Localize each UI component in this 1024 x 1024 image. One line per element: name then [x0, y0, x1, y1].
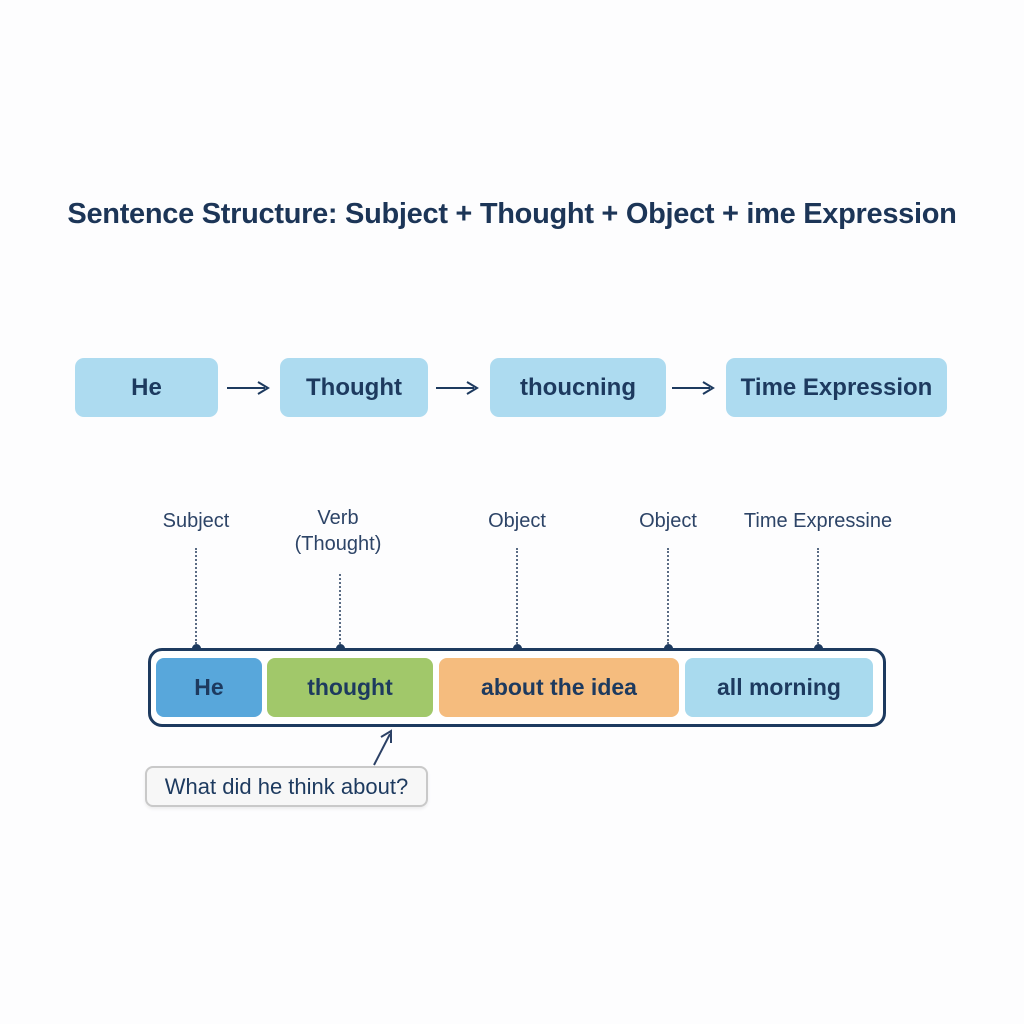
part-label-object-1: Object: [488, 510, 546, 532]
flow-box-label: thoucning: [520, 373, 636, 401]
callout-question: What did he think about?: [145, 766, 428, 807]
flow-box-object: thoucning: [490, 358, 666, 417]
sentence-segment-subject: He: [156, 658, 262, 717]
sentence-segment-time: all morning: [685, 658, 873, 717]
sentence-segment-object: about the idea: [439, 658, 679, 717]
flow-box-label: He: [131, 373, 162, 401]
callout-arrow-icon: [373, 729, 392, 766]
part-label-time-expression: Time Expressine: [743, 510, 893, 532]
arrow-right-icon: [436, 381, 479, 395]
arrow-right-icon: [227, 381, 270, 395]
sentence-bar: He thought about the idea all morning: [148, 648, 886, 727]
flow-box-label: Time Expression: [740, 373, 933, 401]
sentence-segment-verb: thought: [267, 658, 433, 717]
part-label-object-2: Object: [639, 510, 697, 532]
connector-line: [516, 548, 518, 644]
flow-box-label: Thought: [306, 373, 402, 401]
connector-line: [195, 548, 197, 644]
part-label-subject: Subject: [162, 510, 230, 532]
flow-box-subject: He: [75, 358, 218, 417]
diagram-title: Sentence Structure: Subject + Thought + …: [67, 198, 957, 230]
flow-box-verb: Thought: [280, 358, 428, 417]
connector-line: [667, 548, 669, 644]
arrow-right-icon: [672, 381, 715, 395]
connector-line: [339, 574, 341, 644]
part-label-verb: Verb (Thought): [295, 505, 382, 557]
part-label-verb-sub: (Thought): [294, 533, 382, 555]
connector-line: [817, 548, 819, 644]
callout-question-text: What did he think about?: [164, 773, 409, 799]
flow-box-time-expression: Time Expression: [726, 358, 947, 417]
part-label-verb-main: Verb: [317, 507, 359, 529]
